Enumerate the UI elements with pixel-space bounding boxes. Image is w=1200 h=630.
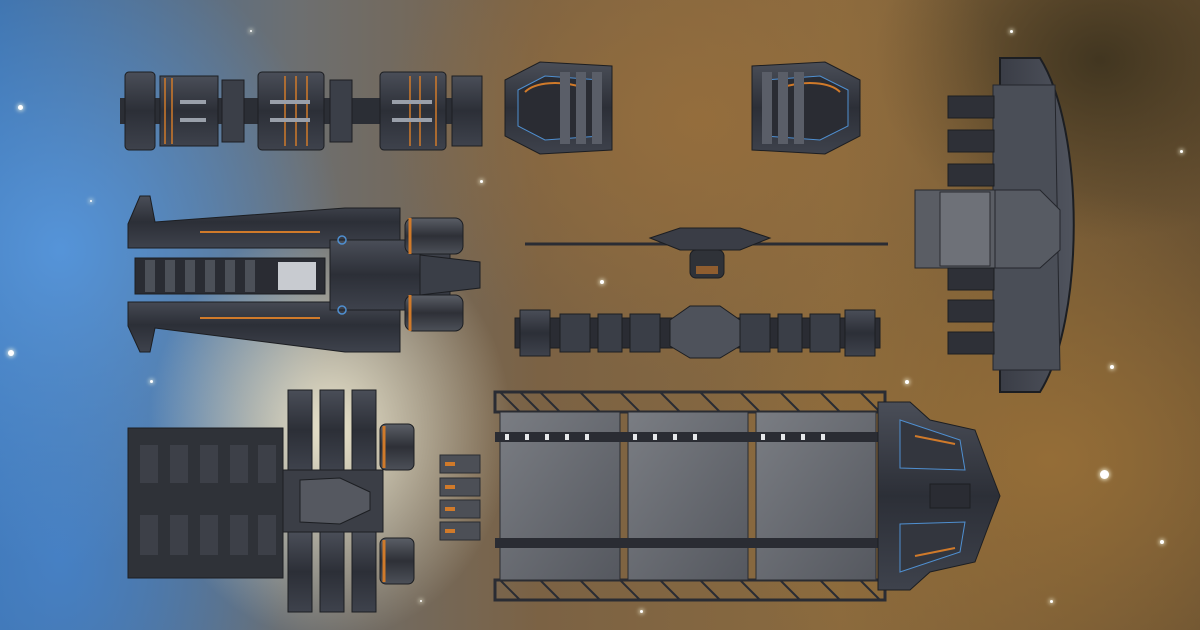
- ship-rail-hull: [514, 305, 881, 359]
- ship-claw-module-left: [504, 61, 613, 155]
- star: [480, 180, 483, 183]
- star: [1160, 540, 1164, 544]
- star: [150, 380, 153, 383]
- ship-twin-hull-cruiser: [127, 195, 481, 353]
- star: [420, 600, 422, 602]
- star: [1010, 30, 1013, 33]
- star: [90, 200, 92, 202]
- star: [640, 610, 643, 613]
- star: [1110, 365, 1114, 369]
- star: [905, 380, 909, 384]
- ship-crescent-shield-station: [914, 57, 1075, 393]
- star: [1050, 600, 1053, 603]
- ship-container-freighter: [439, 390, 1001, 602]
- ship-modular-segment-chain: [120, 71, 483, 151]
- ship-antenna-probe: [525, 227, 888, 279]
- star: [600, 280, 604, 284]
- star: [1100, 470, 1109, 479]
- ship-claw-module-right: [751, 61, 861, 155]
- star: [18, 105, 23, 110]
- star: [8, 350, 14, 356]
- ship-block-carrier: [127, 389, 415, 613]
- star: [250, 30, 252, 32]
- star: [1180, 150, 1183, 153]
